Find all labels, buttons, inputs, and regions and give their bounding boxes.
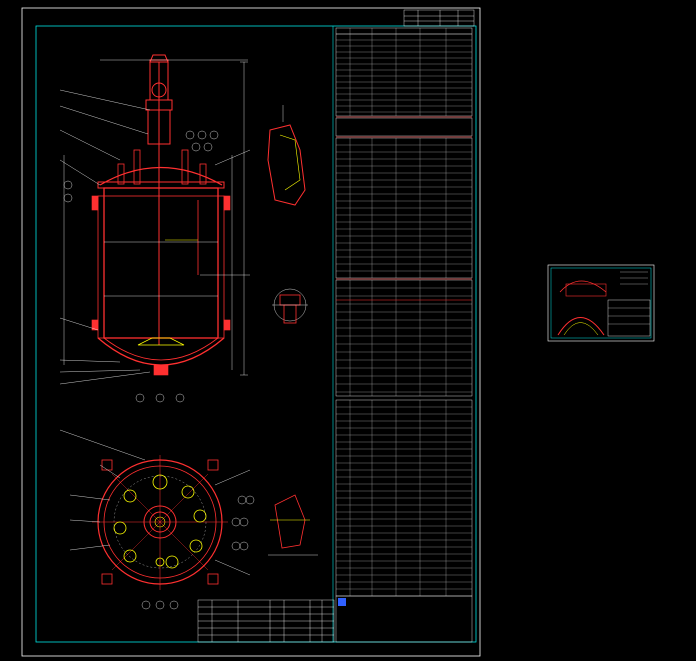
bottom-head	[97, 337, 225, 366]
sheet-border	[21, 7, 481, 657]
parts-list-bottom	[197, 599, 335, 643]
detail-c	[268, 494, 318, 556]
detail-a	[267, 105, 306, 206]
revision-block	[403, 9, 475, 27]
support-lug-icon	[91, 195, 231, 376]
top-head	[99, 166, 223, 186]
top-flange	[97, 181, 225, 189]
elevation-view	[59, 54, 251, 403]
detail-b	[272, 288, 308, 324]
nozzle-icon	[117, 149, 207, 185]
drawing-frame	[35, 25, 477, 643]
spec-tables	[335, 27, 473, 643]
table-grid-lines	[336, 28, 472, 596]
agitator-motor-icon	[145, 54, 173, 345]
sheet-thumbnail[interactable]	[547, 264, 655, 342]
table-red-rules	[336, 116, 472, 301]
plan-view	[59, 429, 255, 610]
jacket	[97, 195, 225, 339]
logo-icon	[338, 598, 346, 606]
vessel-shell	[103, 187, 219, 339]
